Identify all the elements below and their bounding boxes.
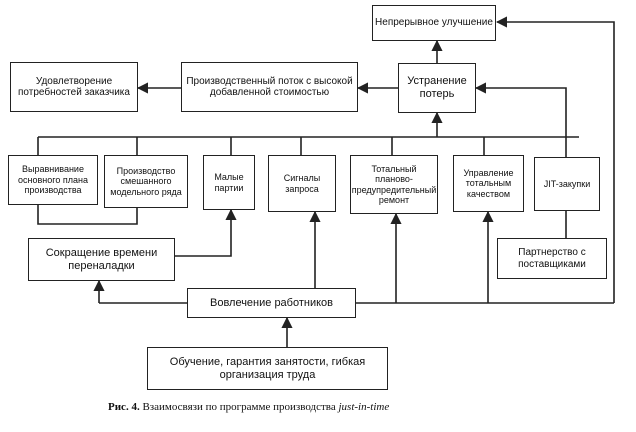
node-kaizen: Непрерывное улучшение — [372, 5, 496, 41]
node-waste-label: Устранение потерь — [407, 75, 467, 100]
node-pull: Сигналы запроса — [268, 155, 336, 212]
node-tpm: Тотальный планово-предупредительный ремо… — [350, 155, 438, 214]
node-leveling-label: Выравнивание основного плана производств… — [18, 164, 88, 196]
edge-right-kaizen — [495, 16, 615, 303]
node-customer-label: Удовлетворение потребностей заказчика — [18, 75, 130, 99]
node-pull-label: Сигналы запроса — [283, 173, 321, 194]
node-smalllots: Малые партии — [203, 155, 255, 210]
node-mixed-label: Производство смешанного модельного ряда — [110, 165, 182, 197]
caption-text: Взаимосвязи по программе производства — [142, 401, 336, 413]
node-tpm-label: Тотальный планово-предупредительный ремо… — [351, 163, 437, 205]
node-involvement-label: Вовлечение работников — [209, 296, 334, 309]
node-leveling: Выравнивание основного плана производств… — [8, 155, 98, 205]
edge-setup-smalllots — [175, 208, 237, 257]
node-valueflow-label: Производственный поток с высокой добавле… — [186, 75, 353, 99]
node-setup: Сокращение времени переналадки — [28, 238, 175, 281]
node-partnership: Партнерство с поставщиками — [497, 238, 607, 279]
node-smalllots-label: Малые партии — [214, 172, 244, 193]
node-tqm: Управление тотальным качеством — [453, 155, 524, 212]
node-waste: Устранение потерь — [398, 63, 476, 113]
caption-term: just-in-time — [338, 401, 390, 413]
node-valueflow: Производственный поток с высокой добавле… — [181, 62, 358, 112]
figure-caption: Рис. 4. Взаимосвязи по программе произво… — [108, 401, 608, 413]
node-involvement: Вовлечение работников — [187, 288, 356, 318]
node-customer: Удовлетворение потребностей заказчика — [10, 62, 138, 112]
edge-jit-waste — [474, 82, 567, 157]
node-mixed: Производство смешанного модельного ряда — [104, 155, 188, 208]
node-setup-label: Сокращение времени переналадки — [45, 246, 158, 272]
caption-label: Рис. 4. — [108, 401, 140, 413]
node-jit-purchase: JIT-закупки — [534, 157, 600, 211]
node-training-label: Обучение, гарантия занятости, гибкая орг… — [169, 355, 366, 381]
node-jit-purchase-label: JIT-закупки — [543, 178, 591, 189]
node-training: Обучение, гарантия занятости, гибкая орг… — [147, 347, 388, 390]
node-tqm-label: Управление тотальным качеством — [463, 167, 514, 199]
node-kaizen-label: Непрерывное улучшение — [375, 17, 493, 29]
edge-leveling-mixed — [37, 205, 138, 225]
node-partnership-label: Партнерство с поставщиками — [518, 247, 586, 270]
